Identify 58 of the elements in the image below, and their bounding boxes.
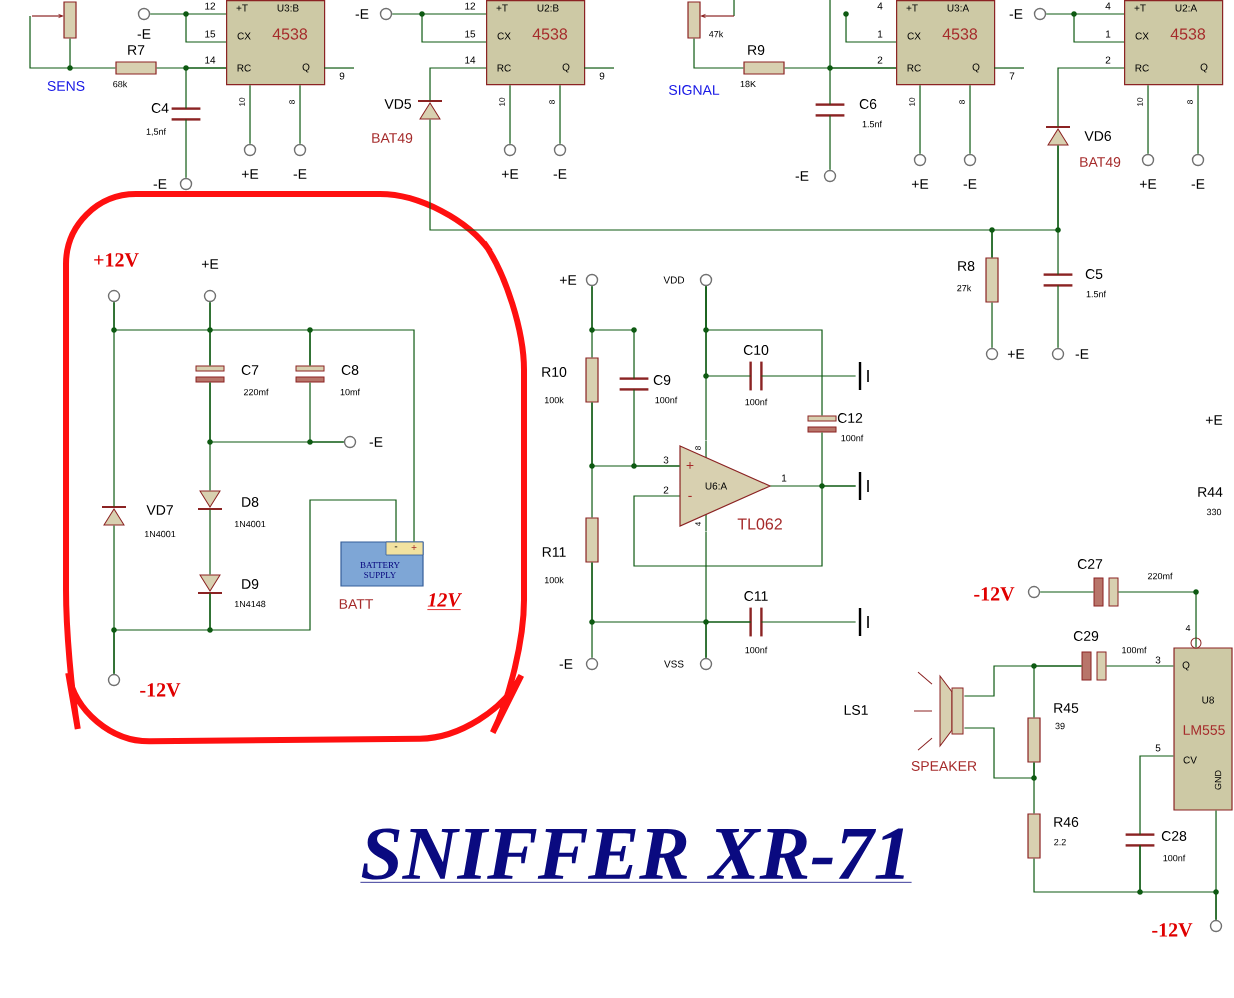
wire xyxy=(591,285,635,380)
title: SNIFFER XR-71 xyxy=(360,828,912,883)
terminal: -12V xyxy=(107,673,181,697)
wire xyxy=(1215,810,1217,921)
highlight-outline xyxy=(63,191,527,745)
wire xyxy=(760,375,857,377)
wire xyxy=(1139,755,1174,836)
wire xyxy=(309,329,415,542)
wire xyxy=(69,38,116,69)
wire xyxy=(693,38,744,69)
node-label: 12V xyxy=(427,593,463,607)
node-label: -12V xyxy=(974,587,1015,601)
node-label: -12V xyxy=(140,683,181,697)
wire xyxy=(209,381,211,492)
ground-symbol xyxy=(858,608,869,636)
wire xyxy=(919,84,921,155)
wire xyxy=(1057,284,1059,349)
wire xyxy=(1197,84,1199,155)
wire xyxy=(209,499,397,631)
wire xyxy=(299,84,301,145)
wire xyxy=(769,485,857,487)
terminal: -12V xyxy=(974,585,1041,601)
wire xyxy=(591,562,752,623)
wire xyxy=(149,13,227,15)
wire xyxy=(509,84,511,145)
wire xyxy=(391,13,487,15)
wire xyxy=(1033,762,1035,814)
potentiometer xyxy=(29,1,77,69)
ground-symbol xyxy=(858,362,869,390)
wire xyxy=(429,67,487,102)
wire xyxy=(705,285,752,377)
wire xyxy=(991,302,993,349)
wire xyxy=(1033,665,1083,718)
wire xyxy=(249,84,251,145)
wire xyxy=(209,508,211,576)
wire xyxy=(309,381,345,443)
wire xyxy=(113,301,115,508)
wire xyxy=(1105,665,1174,667)
terminal: +12V xyxy=(94,253,139,303)
wire xyxy=(1057,67,1125,128)
wire xyxy=(1045,13,1125,15)
wire xyxy=(1057,144,1059,276)
wire xyxy=(1039,591,1095,593)
wire xyxy=(591,402,681,467)
wire xyxy=(1147,84,1149,155)
ground-symbol xyxy=(858,472,869,500)
node-label: +12V xyxy=(94,253,139,267)
terminal: -12V xyxy=(1152,919,1223,937)
wire xyxy=(185,118,187,179)
wire xyxy=(969,84,971,155)
node-label: -12V xyxy=(1152,923,1193,937)
wire xyxy=(963,727,1035,779)
wire xyxy=(185,67,227,110)
wire xyxy=(1117,591,1197,648)
wire xyxy=(829,67,897,106)
wire xyxy=(760,621,857,623)
wire xyxy=(559,84,561,145)
wire xyxy=(829,114,831,171)
